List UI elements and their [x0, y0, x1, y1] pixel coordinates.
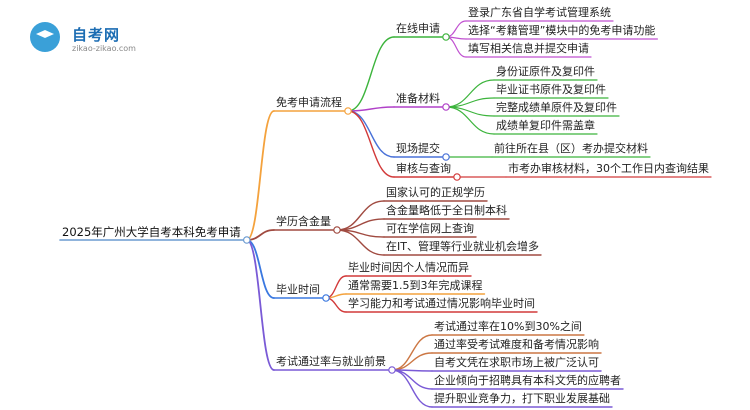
link-2: [245, 110, 275, 241]
leaf-materials-4: 成绩单复印件需盖章: [496, 119, 595, 132]
leaf-grad-3: 学习能力和考试通过情况影响毕业时间: [348, 297, 535, 310]
node-dot-44: [333, 226, 341, 234]
site-logo: 自考网 zikao-zikao.com: [10, 8, 150, 53]
link-4: [347, 36, 395, 112]
leaf-materials-2: 毕业证书原件及复印件: [496, 83, 606, 96]
leaf-pass-1: 考试通过率在10%到30%之间: [434, 320, 582, 333]
link-10: [445, 36, 467, 58]
link-46: [245, 239, 275, 299]
leaf-pass-5: 提升职业竞争力，打下职业发展基础: [434, 392, 610, 405]
leaf-degree-4: 在IT、管理等行业就业机会增多: [386, 240, 539, 253]
link-6: [445, 20, 467, 38]
branch-pass-rate: 考试通过率与就业前景: [276, 355, 386, 368]
sub-materials: 准备材料: [396, 92, 440, 105]
leaf-degree-3: 可在学信网上查询: [386, 222, 474, 235]
brand-domain: zikao-zikao.com: [72, 44, 136, 53]
link-55: [245, 239, 275, 371]
link-24: [347, 110, 395, 158]
node-dot-33: [344, 107, 352, 115]
link-65: [391, 369, 433, 408]
link-13: [347, 106, 395, 112]
leaf-grad-2: 通常需要1.5到3年完成课程: [348, 279, 483, 292]
link-29: [347, 110, 395, 178]
node-dot-67: [242, 236, 251, 244]
leaf-online-2: 选择“考籍管理”模块中的免考申请功能: [468, 24, 656, 37]
branch-degree-value: 学历含金量: [276, 215, 331, 228]
sub-review: 审核与查询: [396, 162, 451, 175]
cap-shape: [36, 30, 54, 38]
node-dot-22: [442, 103, 450, 111]
leaf-grad-1: 毕业时间因个人情况而异: [348, 261, 469, 274]
leaf-materials-3: 完整成绩单原件及复印件: [496, 101, 617, 114]
node-dot-32: [453, 173, 461, 181]
node-dot-11: [442, 33, 450, 41]
brand-name: 自考网: [72, 26, 121, 44]
link-57: [391, 334, 433, 371]
leaf-review-1: 市考办审核材料，30个工作日内查询结果: [508, 162, 709, 175]
leaf-online-1: 登录广东省自学考试管理系统: [468, 6, 611, 19]
node-dot-66: [388, 366, 396, 374]
leaf-pass-4: 企业倾向于招聘具有本科文凭的应聘者: [434, 374, 621, 387]
leaf-pass-2: 通过率受考试难度和备考情况影响: [434, 338, 599, 351]
node-dot-53: [322, 294, 330, 302]
link-59: [391, 352, 433, 371]
leaf-pass-3: 自考文凭在求职市场上被广泛认可: [434, 356, 599, 369]
sub-online: 在线申请: [396, 22, 440, 35]
root-node: 2025年广州大学自考本科免考申请: [62, 225, 241, 239]
leaf-online-3: 填写相关信息并提交申请: [468, 42, 589, 55]
leaf-degree-2: 含金量略低于全日制本科: [386, 204, 507, 217]
leaf-degree-1: 国家认可的正规学历: [386, 186, 485, 199]
link-43: [336, 229, 385, 256]
branch-graduation-time: 毕业时间: [276, 283, 320, 296]
link-37: [336, 200, 385, 231]
leaf-onsite-1: 前往所在县（区）考办提交材料: [494, 142, 648, 155]
leaf-materials-1: 身份证原件及复印件: [496, 65, 595, 78]
link-21: [445, 106, 495, 135]
sub-onsite: 现场提交: [396, 142, 440, 155]
branch-process: 免考申请流程: [276, 96, 342, 109]
node-dot-27: [442, 153, 450, 161]
link-63: [391, 369, 433, 390]
